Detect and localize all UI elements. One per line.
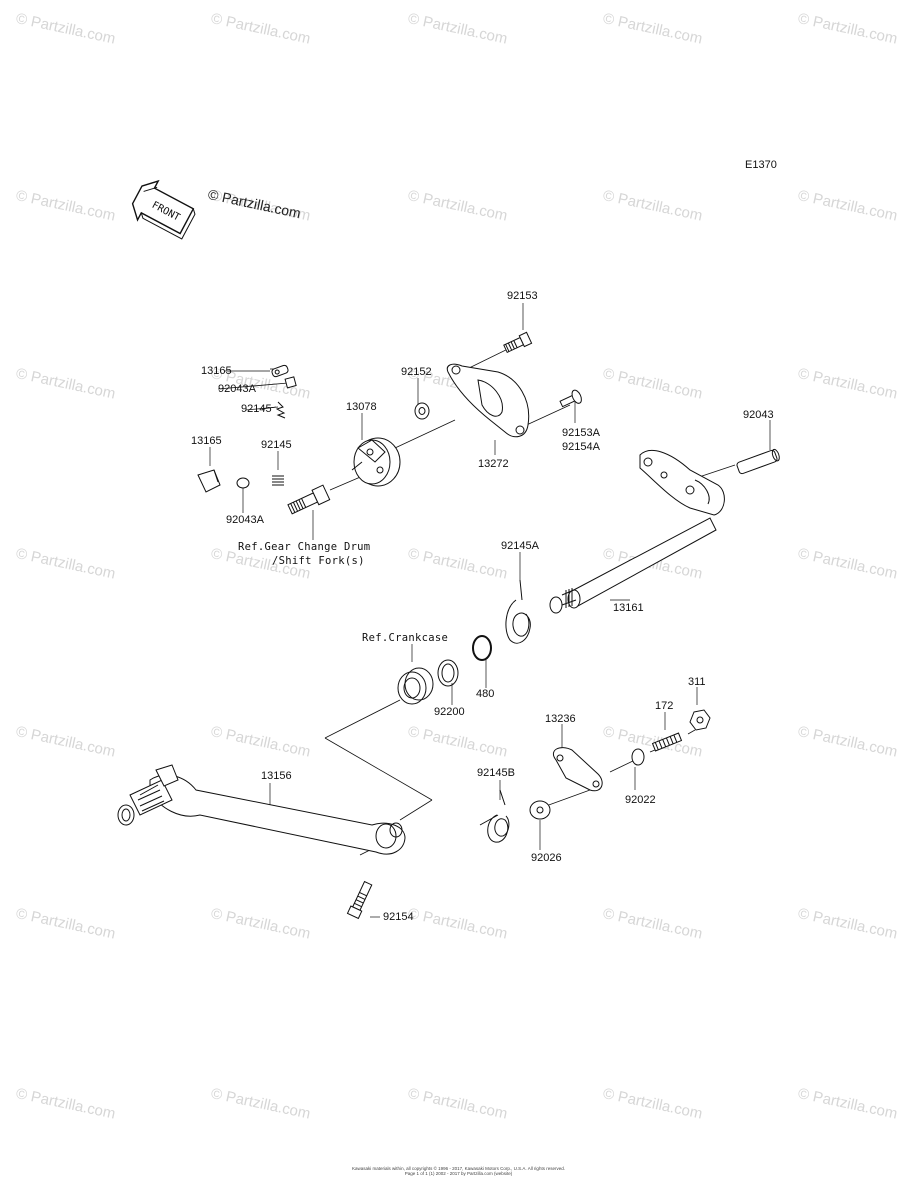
washer-92200 <box>437 659 459 687</box>
label-13161: 13161 <box>613 602 644 614</box>
bolt-92154 <box>346 880 373 920</box>
label-92043A-bottom: 92043A <box>226 514 264 526</box>
label-92153: 92153 <box>507 290 538 302</box>
spring-92145-top <box>275 401 286 419</box>
washer-92152 <box>414 402 430 420</box>
shift-shaft-13161 <box>549 450 725 614</box>
stopper-13165-top <box>271 364 289 378</box>
screw-92153A <box>559 389 582 408</box>
spring-92145-mid <box>272 475 284 486</box>
stud-172 <box>651 732 683 752</box>
label-92153A: 92153A <box>562 427 600 439</box>
ref-crankcase: Ref.Crankcase <box>362 632 449 644</box>
assembly-lines <box>217 347 736 856</box>
footer-copyright: Kawasaki materials within, all copyright… <box>0 1166 917 1176</box>
label-92043: 92043 <box>743 409 774 421</box>
shift-pedal-13156 <box>117 764 406 855</box>
label-13165-top: 13165 <box>201 365 232 377</box>
label-92043A-top: 92043A <box>218 383 256 395</box>
diagram-code: E1370 <box>745 159 777 171</box>
nut-311 <box>689 709 711 731</box>
pin-92043 <box>736 448 780 475</box>
label-13156: 13156 <box>261 770 292 782</box>
label-92152: 92152 <box>401 366 432 378</box>
shift-shaft-stub <box>287 484 331 515</box>
footer-line-2: Page 1 of 1 (1) 2002 - 2017 by Partzilla… <box>404 1171 513 1176</box>
front-arrow-icon: FRONT <box>131 179 196 240</box>
label-13236: 13236 <box>545 713 576 725</box>
label-13165-left: 13165 <box>191 435 222 447</box>
circlip-480 <box>472 635 492 661</box>
label-92145-mid: 92145 <box>261 439 292 451</box>
roller-92043A-top <box>284 376 297 389</box>
label-92145A: 92145A <box>501 540 539 552</box>
ref-shift-forks: /Shift Fork(s) <box>272 555 365 567</box>
label-13272: 13272 <box>478 458 509 470</box>
plate-13272 <box>446 363 530 438</box>
footer-line-1: Kawasaki materials within, all copyright… <box>352 1166 565 1171</box>
label-92026: 92026 <box>531 852 562 864</box>
label-13078: 13078 <box>346 401 377 413</box>
roller-92043A-bottom <box>236 477 250 489</box>
label-92200: 92200 <box>434 706 465 718</box>
stopper-13165-left <box>197 469 221 493</box>
washer-92022 <box>631 748 645 766</box>
label-92022: 92022 <box>625 794 656 806</box>
spring-92145A <box>505 579 531 644</box>
shift-cam-13078 <box>351 437 401 487</box>
label-92154: 92154 <box>383 911 414 923</box>
label-leaders <box>209 303 771 918</box>
washer-92026 <box>529 800 551 820</box>
label-311: 311 <box>688 676 706 688</box>
ref-gear-change-drum: Ref.Gear Change Drum <box>238 541 371 553</box>
label-172: 172 <box>655 700 674 712</box>
spring-92145B <box>479 789 510 843</box>
plate-13236 <box>552 747 603 792</box>
label-92154A: 92154A <box>562 441 600 453</box>
label-92145-top: 92145 <box>241 403 272 415</box>
oil-seal <box>397 667 434 705</box>
bolt-92153 <box>503 331 533 354</box>
label-92145B: 92145B <box>477 767 515 779</box>
label-480: 480 <box>476 688 495 700</box>
